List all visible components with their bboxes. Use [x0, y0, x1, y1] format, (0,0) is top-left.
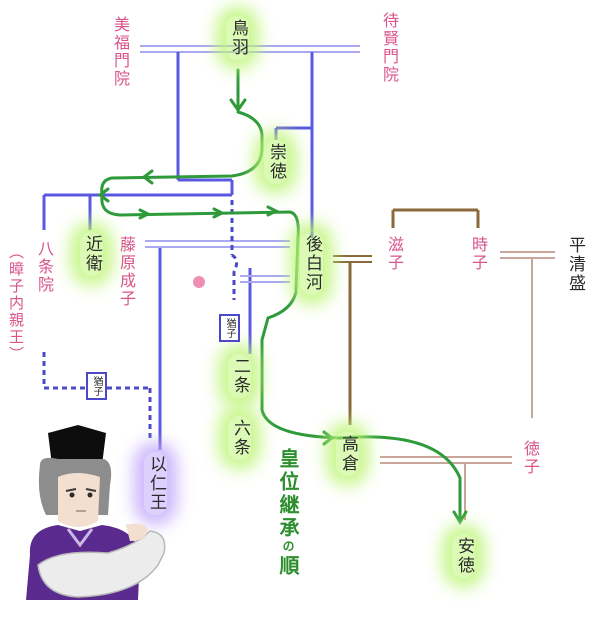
- fujiwara-shigeko-node: 藤原成子: [117, 236, 136, 308]
- takakura-node: 高倉: [336, 432, 359, 476]
- green-arrowhead: [97, 98, 468, 525]
- antoku-node: 安徳: [452, 534, 475, 578]
- succession-arrow: [100, 68, 462, 522]
- taira-kiyomori-node: 平清盛: [565, 236, 585, 293]
- hachijoin-node: 八条院: [35, 240, 54, 294]
- blue-descent-lines: [42, 52, 314, 450]
- succession-caption: 皇位継承の順: [276, 448, 300, 578]
- goshirakawa-marriage-lines: [145, 240, 290, 283]
- shoshi-naishinno-node: （暲子内親王）: [7, 244, 25, 363]
- toba-node: 鳥羽: [226, 16, 249, 60]
- shigeko-node: 滋子: [385, 236, 404, 272]
- adopted-badge-mochihito: 猶子: [86, 372, 107, 400]
- taikenmonin-node: 待賢門院: [380, 12, 399, 84]
- caption-part2: の: [281, 540, 295, 555]
- taira-family-lines: [348, 208, 480, 425]
- noble-figure-illustration: [26, 425, 166, 600]
- rokujo-node: 六条: [228, 416, 251, 460]
- toba-marriage-lines: [140, 45, 360, 53]
- pink-dot: [193, 276, 205, 288]
- caption-part1: 皇位継承: [276, 448, 300, 540]
- shigeko-marriage-lines: [333, 255, 372, 263]
- adopted-badge-nijo: 猶子: [219, 314, 240, 342]
- sutoku-node: 崇徳: [264, 140, 287, 184]
- mochihito-node: 以仁王: [144, 452, 167, 515]
- konoe-node: 近衛: [80, 232, 103, 276]
- nijo-node: 二条: [228, 354, 251, 398]
- tokiko-node: 時子: [469, 236, 488, 272]
- bifukumonin-node: 美福門院: [111, 16, 130, 88]
- tokuko-node: 徳子: [521, 440, 540, 476]
- tokuko-lines: [380, 251, 555, 520]
- adoption-dashed-lines: [42, 200, 239, 440]
- caption-part3: 順: [276, 555, 300, 578]
- goshirakawa-node: 後白河: [300, 232, 323, 295]
